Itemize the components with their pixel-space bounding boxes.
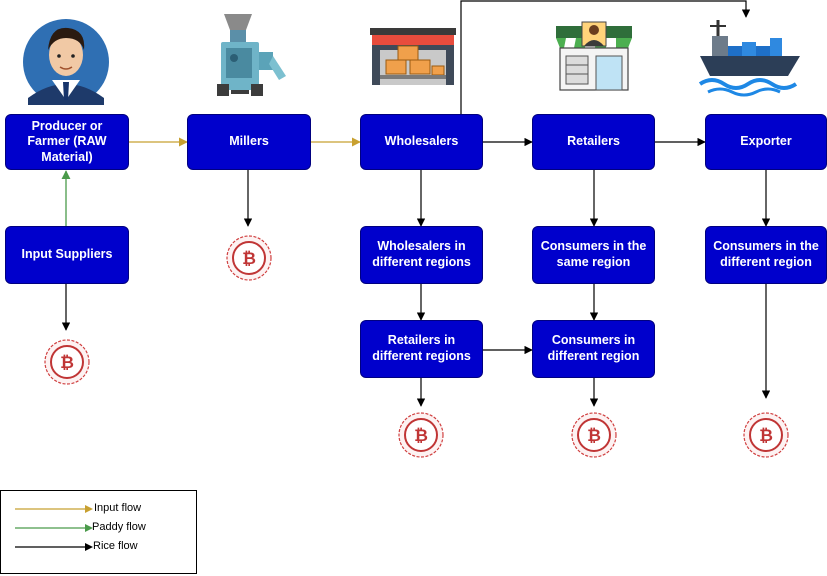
node-label: Producer or Farmer (RAW Material): [27, 118, 107, 164]
svg-text:₿: ₿: [587, 426, 601, 446]
node-consumers-same-region: Consumers in the same region: [532, 226, 655, 284]
farmer-avatar-icon: [23, 19, 109, 105]
node-retailers: Retailers: [532, 114, 655, 170]
legend-arrow-paddy: [15, 524, 93, 532]
bitcoin-coin-icon: ₿: [571, 412, 617, 458]
node-label: Consumers in the different region: [713, 239, 819, 269]
edge-wholesalers-to-ship: [460, 0, 751, 114]
svg-text:₿: ₿: [60, 353, 74, 373]
node-retailers-regions: Retailers in different regions: [360, 320, 483, 378]
legend-label: Rice flow: [93, 540, 138, 552]
node-label: Wholesalers in different regions: [372, 239, 471, 269]
retail-store-icon: [556, 21, 632, 91]
node-consumers-different-region: Consumers in different region: [532, 320, 655, 378]
node-label: Wholesalers: [384, 134, 459, 149]
svg-text:₿: ₿: [242, 249, 256, 269]
node-label: Input Suppliers: [21, 247, 113, 262]
svg-text:₿: ₿: [414, 426, 428, 446]
node-input-suppliers: Input Suppliers: [5, 226, 129, 284]
bitcoin-coin-icon: ₿: [743, 412, 789, 458]
node-label: Millers: [229, 134, 269, 149]
node-exporter: Exporter: [705, 114, 827, 170]
legend-item-paddy-flow: Paddy flow: [1, 520, 198, 538]
svg-text:₿: ₿: [759, 426, 773, 446]
bitcoin-coin-icon: ₿: [226, 235, 272, 281]
legend-label: Input flow: [94, 502, 142, 514]
node-consumers-different-region-exporter: Consumers in the different region: [705, 226, 827, 284]
legend-label: Paddy flow: [92, 521, 146, 533]
bitcoin-coin-icon: ₿: [44, 339, 90, 385]
node-label: Retailers: [567, 134, 620, 149]
cargo-ship-icon: [698, 20, 800, 97]
node-label: Exporter: [740, 134, 792, 149]
node-wholesalers-regions: Wholesalers in different regions: [360, 226, 483, 284]
legend-arrow-rice: [15, 543, 93, 551]
node-label: Consumers in the same region: [540, 239, 647, 269]
node-label: Retailers in different regions: [372, 333, 471, 363]
node-label: Consumers in different region: [547, 333, 640, 363]
warehouse-icon: [370, 28, 456, 85]
legend-arrow-input: [15, 505, 93, 513]
bitcoin-coin-icon: ₿: [398, 412, 444, 458]
legend-item-rice-flow: Rice flow: [1, 539, 198, 557]
node-wholesalers: Wholesalers: [360, 114, 483, 170]
legend: Input flow Paddy flow Rice flow: [0, 490, 197, 574]
node-producer-farmer: Producer or Farmer (RAW Material): [5, 114, 129, 170]
node-millers: Millers: [187, 114, 311, 170]
rice-mill-machine-icon: [217, 14, 286, 96]
legend-item-input-flow: Input flow: [1, 501, 198, 519]
